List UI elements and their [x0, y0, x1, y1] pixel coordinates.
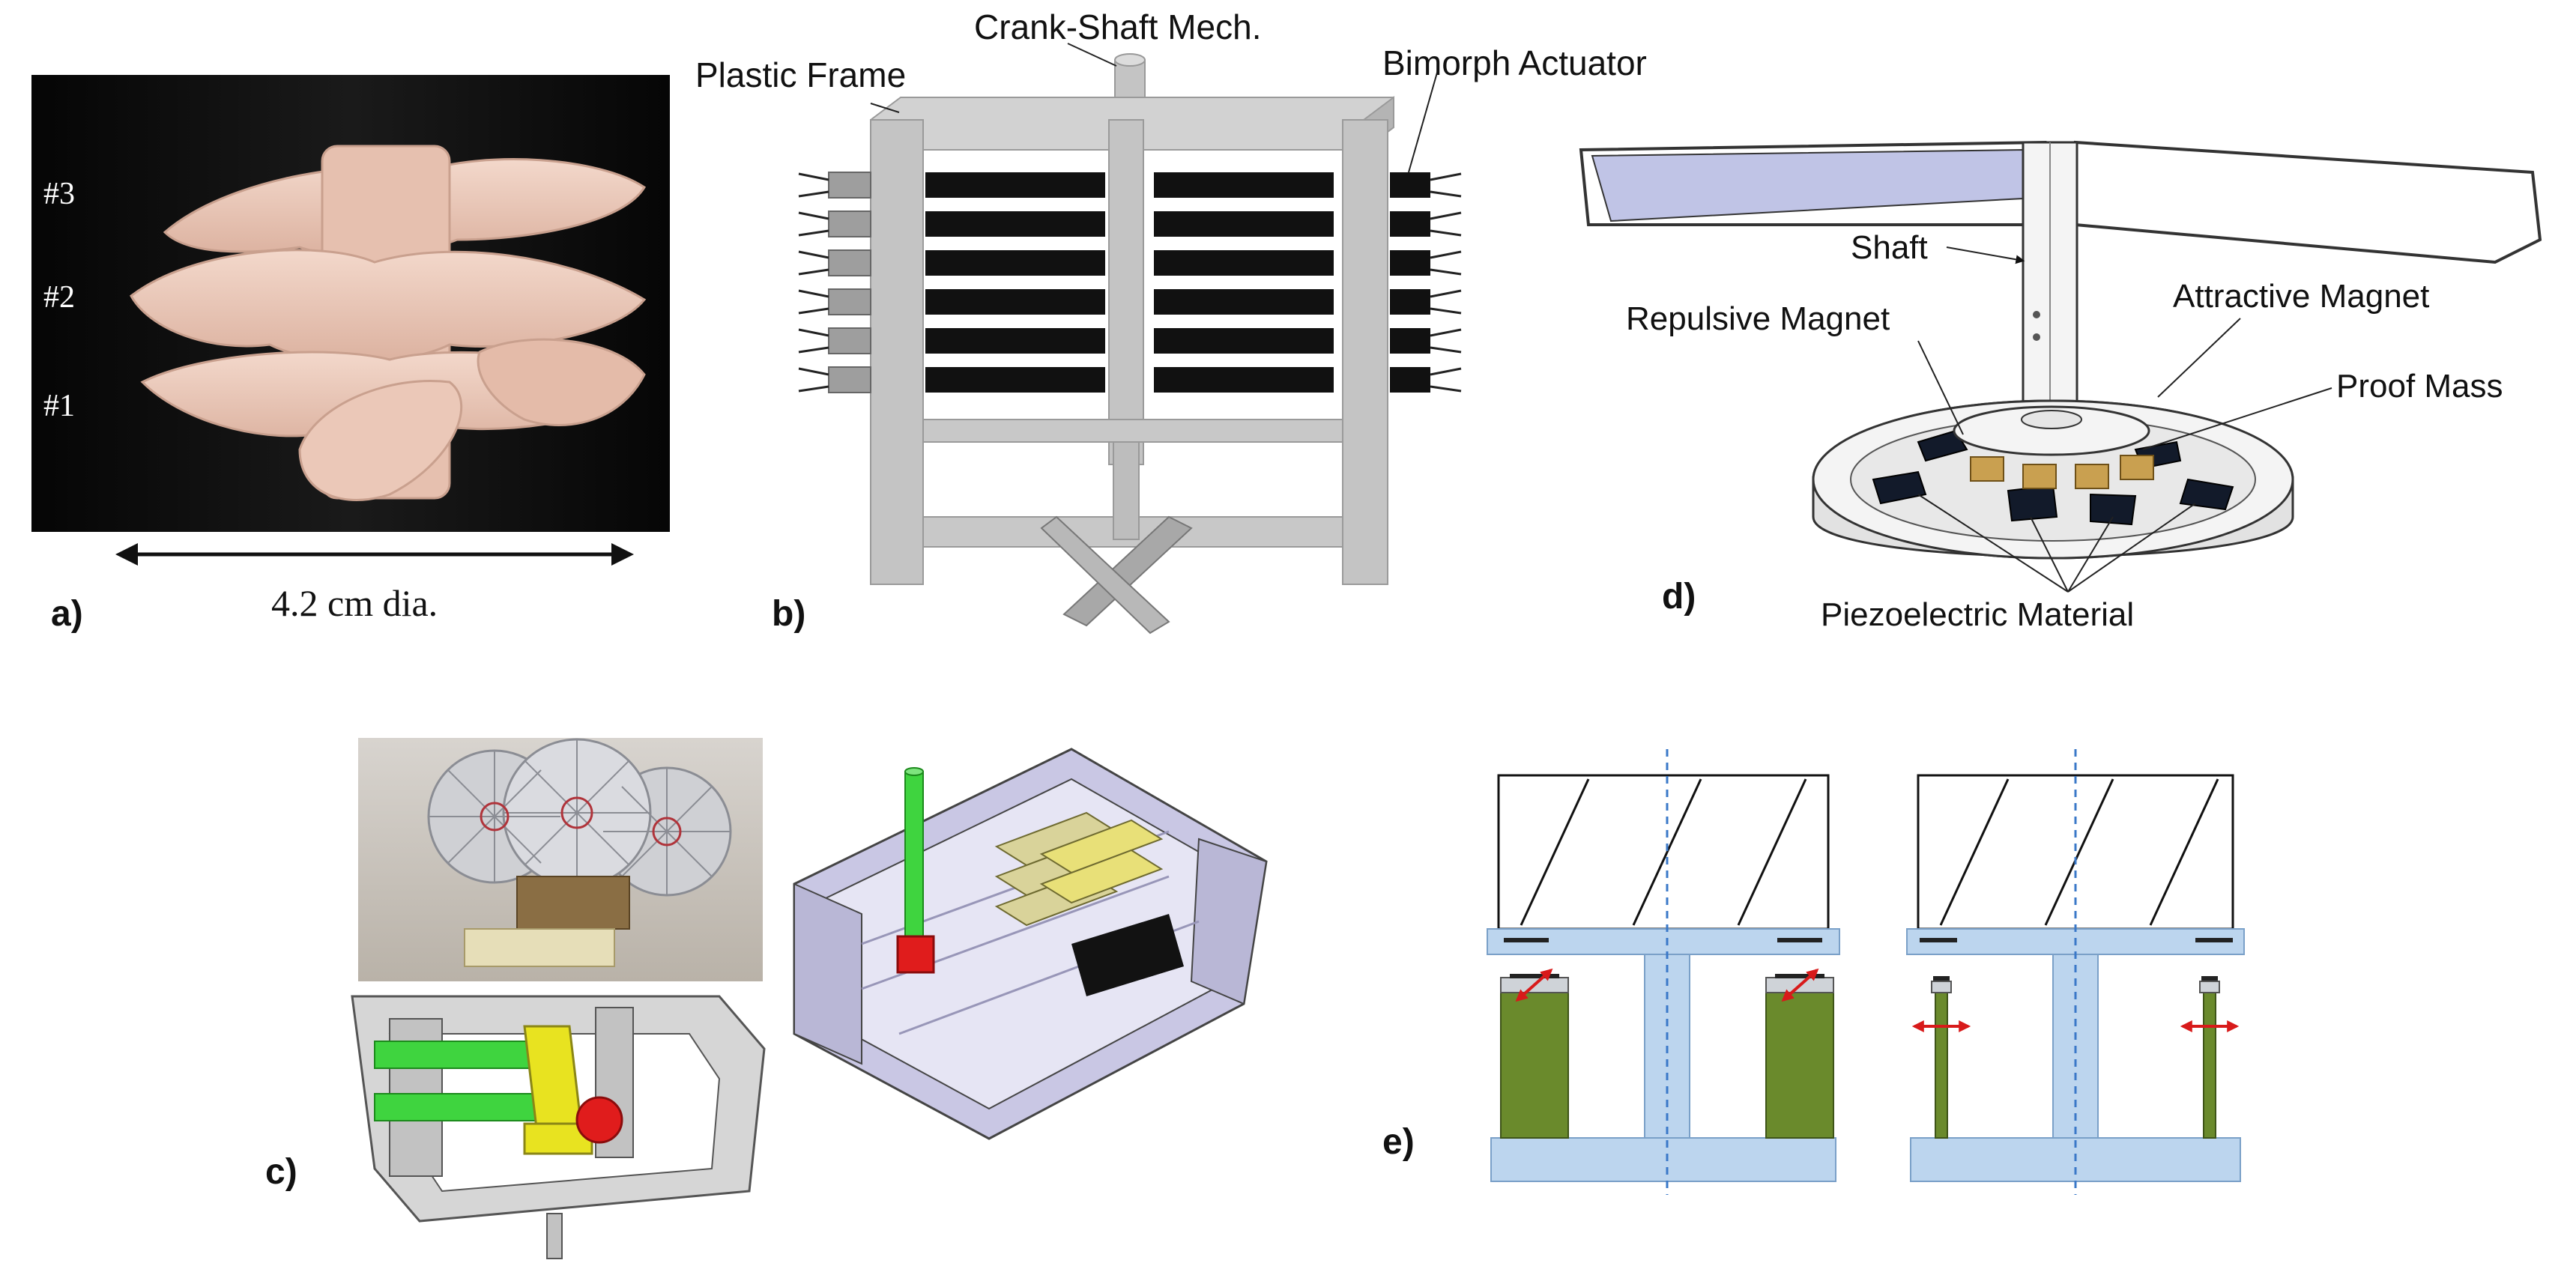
- panel-e: e): [1382, 749, 2245, 1195]
- box-frame-mechanism: [793, 748, 1268, 1140]
- panel-c: c): [265, 738, 1268, 1259]
- proof-masses: [1970, 455, 2154, 489]
- bimorph-actuators: [798, 172, 1462, 393]
- turbine-blades: [130, 145, 647, 501]
- blade-label-2: #2: [43, 280, 75, 315]
- red-coupler: [896, 935, 935, 974]
- panel-e-unit-left: [1487, 749, 1840, 1195]
- panel-b: Crank-Shaft Mech. Plastic Frame Bimorph …: [695, 7, 1647, 635]
- slider-mechanism: [351, 995, 766, 1259]
- panel-a-letter: a): [51, 594, 83, 634]
- dimension-label: 4.2 cm dia.: [271, 582, 438, 624]
- plastic-frame-label: Plastic Frame: [695, 55, 906, 94]
- panel-c-letter: c): [265, 1152, 297, 1192]
- bimorph-actuator-label: Bimorph Actuator: [1382, 43, 1647, 82]
- attractive-magnet-label: Attractive Magnet: [2173, 278, 2429, 315]
- panel-b-letter: b): [772, 594, 805, 634]
- turbine-rotors: [427, 738, 732, 897]
- panel-e-letter: e): [1382, 1122, 1415, 1162]
- piezoelectric-material-label: Piezoelectric Material: [1821, 596, 2134, 633]
- panel-a: #3 #2 #1 4.2 cm dia. a): [31, 75, 670, 634]
- blade-label-3: #3: [43, 177, 75, 211]
- panel-d: Shaft Repulsive Magnet Attractive Magnet…: [1579, 140, 2542, 633]
- panel-e-unit-right: [1906, 749, 2245, 1195]
- panel-d-letter: d): [1662, 577, 1696, 617]
- stacked-actuators: [994, 811, 1164, 927]
- repulsive-magnet-label: Repulsive Magnet: [1626, 300, 1890, 337]
- shaft-label: Shaft: [1851, 229, 1928, 266]
- crank-shaft-label: Crank-Shaft Mech.: [974, 7, 1261, 46]
- green-rod: [904, 771, 924, 960]
- blade-label-1: #1: [43, 389, 75, 423]
- proof-mass-label: Proof Mass: [2336, 368, 2503, 405]
- black-fins: [1071, 914, 1184, 996]
- plastic-frame: [870, 119, 924, 585]
